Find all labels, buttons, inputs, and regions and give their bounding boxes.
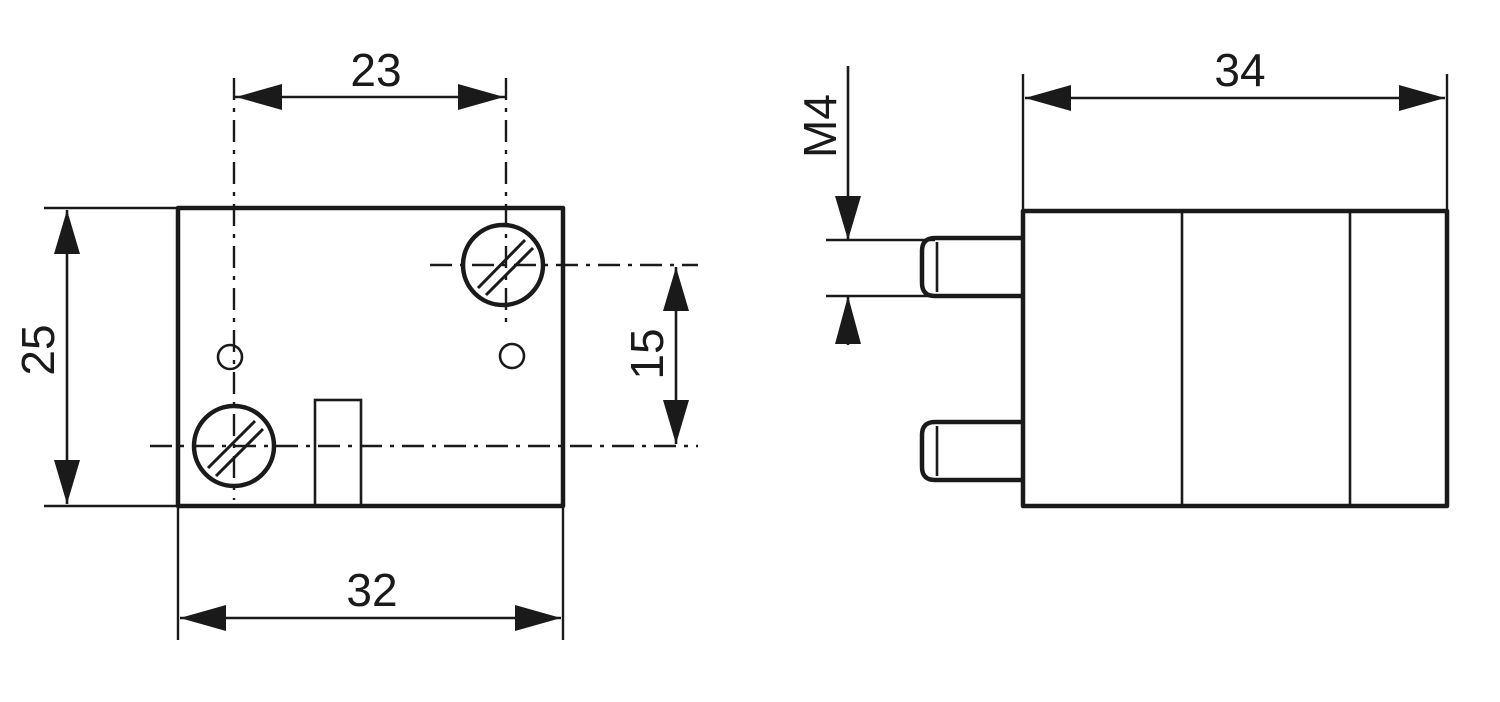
threaded-stud-upper <box>919 235 1023 299</box>
dimension-width: 32 <box>176 506 565 640</box>
dim-depth-label: 34 <box>1214 44 1265 96</box>
dim-width-label: 32 <box>346 564 397 616</box>
small-hole-right <box>498 342 526 370</box>
dim-vertical-spacing-label: 15 <box>621 328 673 379</box>
dimension-height: 25 <box>12 206 178 508</box>
dimension-hole-spacing: 23 <box>234 44 506 110</box>
dim-height-label: 25 <box>12 324 64 375</box>
side-view-body <box>1020 208 1450 509</box>
side-view: M4 34 <box>794 44 1450 509</box>
front-view-body <box>175 205 566 509</box>
dimension-thread: M4 <box>794 66 935 345</box>
dim-thread-label: M4 <box>794 94 846 158</box>
dimension-depth: 34 <box>1021 44 1449 211</box>
dim-hole-spacing-label: 23 <box>350 44 401 96</box>
terminal-tab <box>313 398 363 508</box>
threaded-stud-lower <box>919 419 1023 483</box>
dimension-vertical-spacing: 15 <box>621 267 689 444</box>
front-view: 23 25 15 32 <box>12 44 698 640</box>
small-hole-left <box>216 343 244 371</box>
